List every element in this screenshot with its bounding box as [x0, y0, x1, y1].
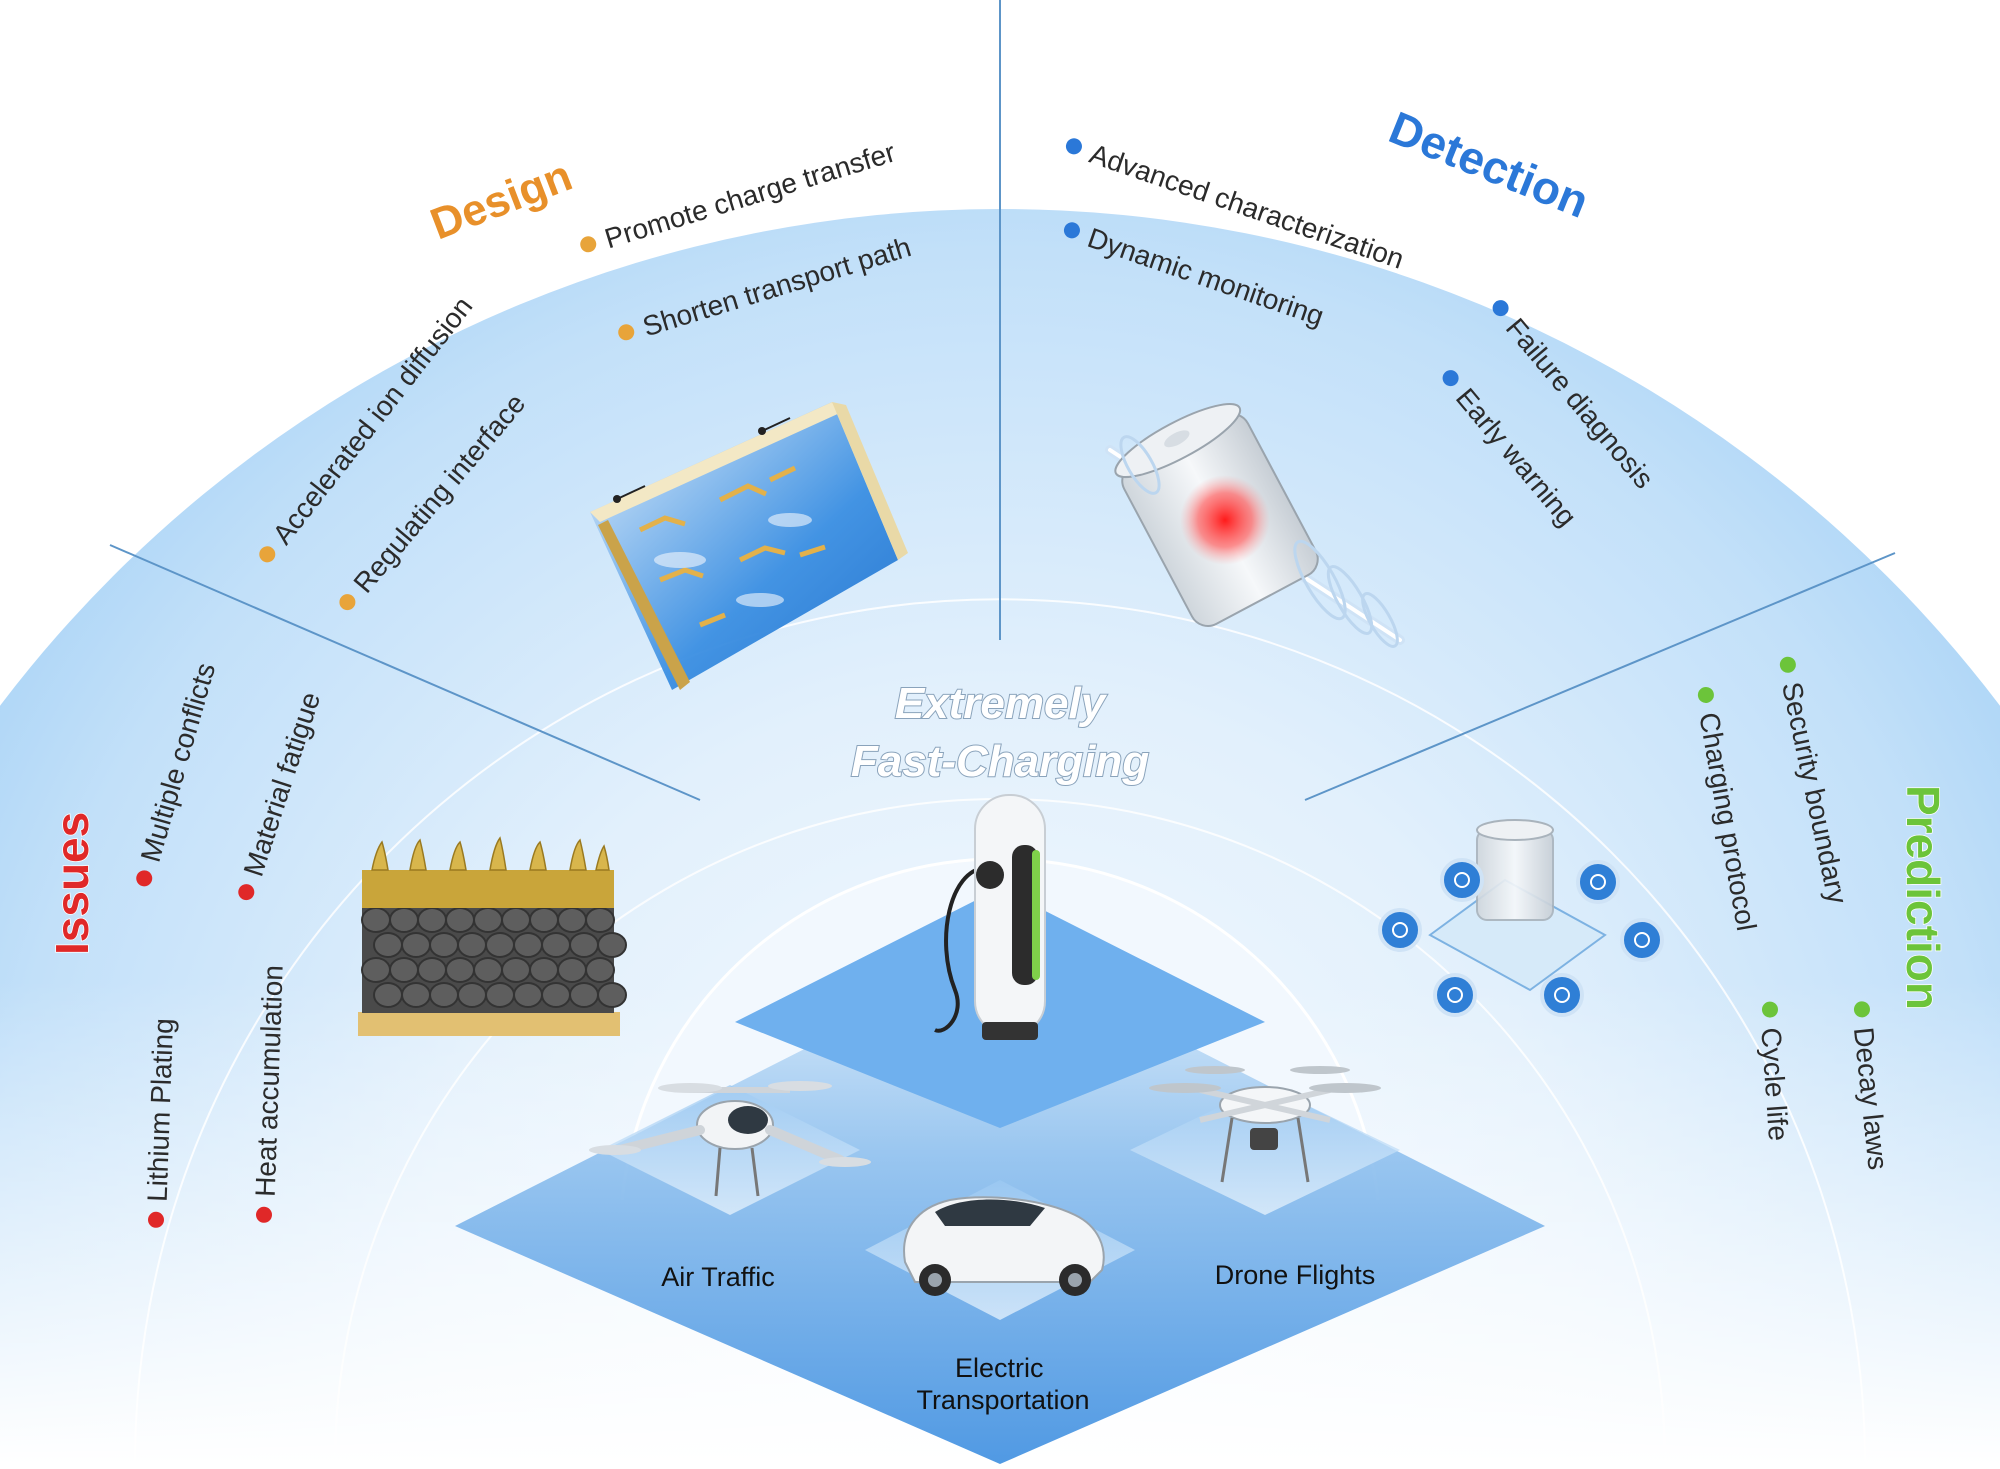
air-traffic-label: Air Traffic: [661, 1262, 775, 1292]
electrode-particle: [541, 982, 571, 1008]
electrode-particle: [373, 982, 403, 1008]
center-title-line2: Fast-Charging: [851, 737, 1149, 786]
electrode-particle: [529, 957, 559, 983]
electrode-particle: [557, 957, 587, 983]
electrode-particle: [389, 957, 419, 983]
bms-function-glyph: [1454, 872, 1470, 888]
bms-function-icon: [1540, 973, 1584, 1017]
electrode-particle: [389, 907, 419, 933]
electrode-particle: [445, 907, 475, 933]
center-title-line1: Extremely: [895, 679, 1108, 728]
bms-function-icon: [1378, 908, 1422, 952]
bms-function-glyph: [1554, 987, 1570, 1003]
drone-flights-label: Drone Flights: [1215, 1260, 1376, 1290]
air-taxi-icon: [589, 1081, 871, 1197]
bms-function-glyph: [1634, 932, 1650, 948]
electrode-particle: [445, 957, 475, 983]
drone-icon: [1149, 1066, 1381, 1183]
electrode-particle: [401, 932, 431, 958]
electrode-particle: [585, 907, 615, 933]
electrode-particle: [361, 907, 391, 933]
electric-transportation-label: Electric Transportation: [916, 1353, 1089, 1415]
electrode-particle: [485, 932, 515, 958]
bms-function-icon: [1433, 973, 1477, 1017]
electrode-particle: [501, 907, 531, 933]
bms-function-icon: [1576, 860, 1620, 904]
electrode-particle: [557, 907, 587, 933]
bms-function-icon: [1440, 858, 1484, 902]
electrode-particle: [401, 982, 431, 1008]
electrode-particle: [485, 982, 515, 1008]
electrode-particle: [373, 932, 403, 958]
issues-item-4: Lithium Plating: [142, 1018, 179, 1228]
electrode-particle: [417, 907, 447, 933]
electrode-particle: [361, 957, 391, 983]
electrode-illustration: [358, 836, 627, 1036]
battery-detection-illustration: [1105, 403, 1405, 648]
battery-management-illustration: [1378, 819, 1664, 1017]
electrode-particle: [541, 932, 571, 958]
issues-item-4-label: Lithium Plating: [142, 1018, 179, 1203]
electrode-particle: [569, 932, 599, 958]
electrode-particle: [473, 907, 503, 933]
electrode-particle: [513, 932, 543, 958]
electrode-particle: [597, 982, 627, 1008]
prediction-title: Prediction: [1897, 785, 1949, 1010]
design-title: Design: [424, 151, 579, 249]
electric-car-icon: [903, 1196, 1105, 1296]
bms-function-glyph: [1590, 874, 1606, 890]
charging-station-icon: [934, 794, 1046, 1040]
bms-function-glyph: [1392, 922, 1408, 938]
electrode-particle: [473, 957, 503, 983]
air-traffic-tile: [600, 1085, 860, 1215]
detection-title: Detection: [1382, 101, 1596, 228]
electrode-particle: [429, 932, 459, 958]
sector-dividers: [109, 0, 1896, 801]
electrode-particle: [457, 982, 487, 1008]
electrode-particle: [569, 982, 599, 1008]
bms-function-glyph: [1447, 987, 1463, 1003]
center-title: Extremely Fast-Charging: [850, 678, 1150, 787]
issues-section: Issues Multiple conflicts Material fatig…: [45, 659, 627, 1228]
bms-function-icon: [1620, 918, 1664, 962]
electrode-particle: [585, 957, 615, 983]
electric-label-line1: Electric: [955, 1353, 1044, 1383]
electrode-particle: [513, 982, 543, 1008]
electrode-particle: [429, 982, 459, 1008]
ion-transport-cell-illustration: [590, 402, 908, 690]
issues-title: Issues: [46, 812, 98, 955]
electrode-particle: [457, 932, 487, 958]
electrode-particle: [501, 957, 531, 983]
electric-label-line2: Transportation: [916, 1385, 1089, 1415]
electrode-particle: [597, 932, 627, 958]
electrode-particle: [417, 957, 447, 983]
electrode-particle: [529, 907, 559, 933]
